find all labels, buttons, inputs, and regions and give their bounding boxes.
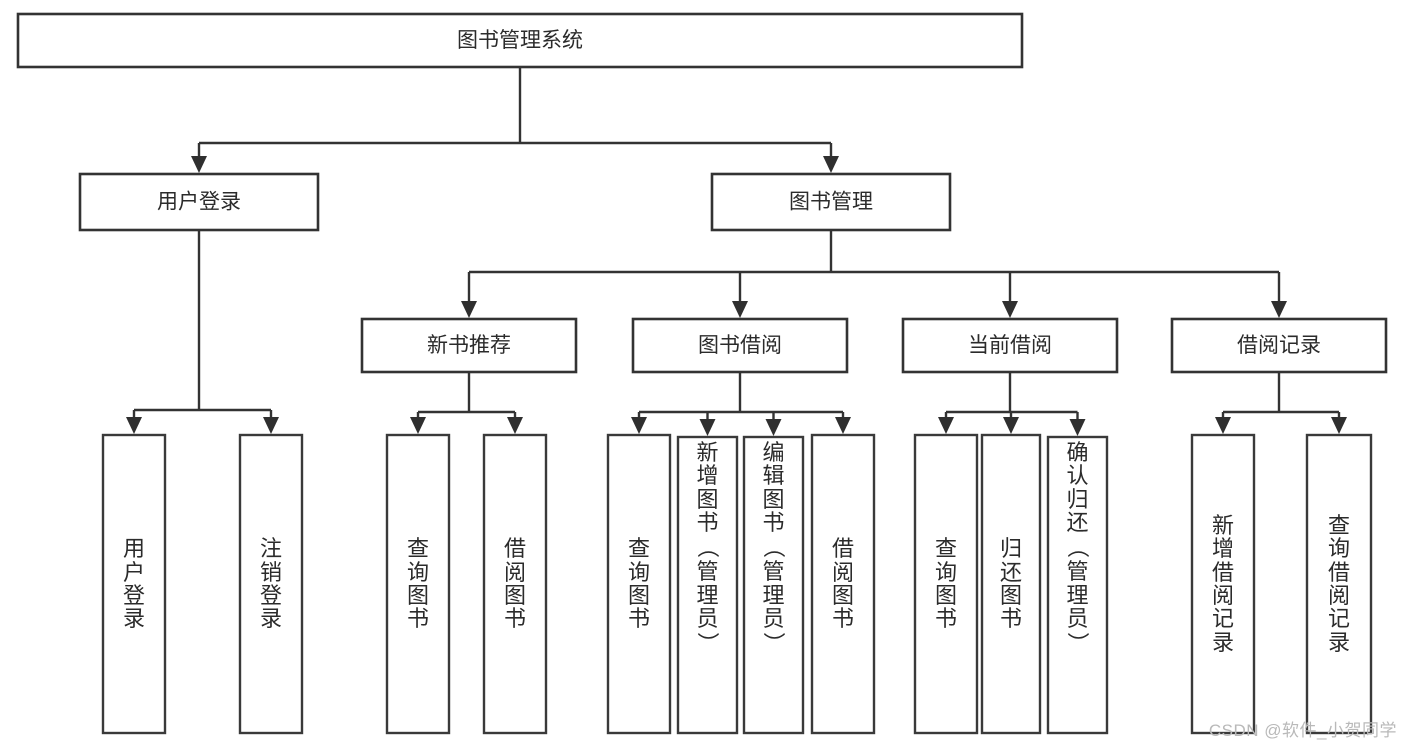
arrowhead-level3-1-leaf-0 [631,417,647,434]
node-leaf-label-2: 查询图书 [406,536,429,632]
arrowhead-level2-1 [823,156,839,173]
node-level3-box-2[interactable] [901,317,1119,374]
node-leaf-label-12: 查询借阅记录 [1327,513,1350,655]
connector-edges [126,67,1347,436]
arrowhead-level3-0 [461,301,477,318]
node-level2-label-0: 用户登录 [157,191,241,214]
node-leaf-box-3[interactable] [482,433,548,735]
arrowhead-level3-0-leaf-1 [507,417,523,434]
node-level3-label-3: 借阅记录 [1237,334,1321,357]
arrowhead-level3-2-leaf-2 [1069,419,1086,436]
arrowhead-login-leaf-1 [263,417,279,434]
arrowhead-level2-0 [191,156,207,173]
node-level2-box-1[interactable] [710,172,952,232]
node-leaf-box-7[interactable] [810,433,876,735]
node-level3-label-2: 当前借阅 [968,334,1052,357]
arrowhead-level3-3-leaf-1 [1331,417,1347,434]
node-leaf-box-6[interactable] [742,435,805,735]
node-leaf-label-1: 注销登录 [259,536,282,632]
node-level2-box-0[interactable] [78,172,320,232]
node-level3-box-1[interactable] [631,317,849,374]
arrowhead-level3-1 [732,301,748,318]
node-leaf-label-5: 新增图书（管理员） [695,440,721,655]
node-leaf-label-11: 新增借阅记录 [1211,513,1234,655]
arrowhead-login-leaf-0 [126,417,142,434]
node-leaf-box-2[interactable] [385,433,451,735]
node-root-box[interactable] [16,12,1024,69]
node-leaf-label-6: 编辑图书（管理员） [761,440,787,655]
node-level3-label-0: 新书推荐 [427,334,511,357]
node-level3-box-0[interactable] [360,317,578,374]
node-leaf-box-5[interactable] [676,435,739,735]
arrowhead-level3-1-leaf-1 [699,419,716,436]
node-root-label: 图书管理系统 [457,29,583,52]
arrowhead-level3-1-leaf-3 [835,417,851,434]
arrowhead-level3-3-leaf-0 [1215,417,1231,434]
arrowhead-level3-3 [1271,301,1287,318]
node-leaf-box-9[interactable] [980,433,1042,735]
node-leaf-label-9: 归还图书 [999,536,1022,632]
node-leaf-box-11[interactable] [1190,433,1256,735]
node-leaf-label-7: 借阅图书 [831,536,854,632]
arrowhead-level3-2-leaf-1 [1003,417,1019,434]
arrowhead-level3-0-leaf-0 [410,417,426,434]
node-leaf-box-0[interactable] [101,433,167,735]
node-leaf-box-4[interactable] [606,433,672,735]
node-level3-label-1: 图书借阅 [698,334,782,357]
node-leaf-label-3: 借阅图书 [503,536,526,632]
node-boxes [16,12,1388,735]
node-leaf-label-4: 查询图书 [627,536,650,632]
arrowhead-level3-2-leaf-0 [938,417,954,434]
node-leaf-box-10[interactable] [1046,435,1109,735]
node-level3-box-3[interactable] [1170,317,1388,374]
node-leaf-label-8: 查询图书 [934,536,957,632]
arrowhead-level3-2 [1002,301,1018,318]
node-leaf-box-1[interactable] [238,433,304,735]
node-leaf-box-8[interactable] [913,433,979,735]
node-leaf-label-0: 用户登录 [122,536,145,632]
node-level2-label-1: 图书管理 [789,191,873,214]
node-leaf-label-10: 确认归还（管理员） [1065,440,1091,655]
node-leaf-box-12[interactable] [1305,433,1373,735]
arrowhead-level3-1-leaf-2 [765,419,782,436]
